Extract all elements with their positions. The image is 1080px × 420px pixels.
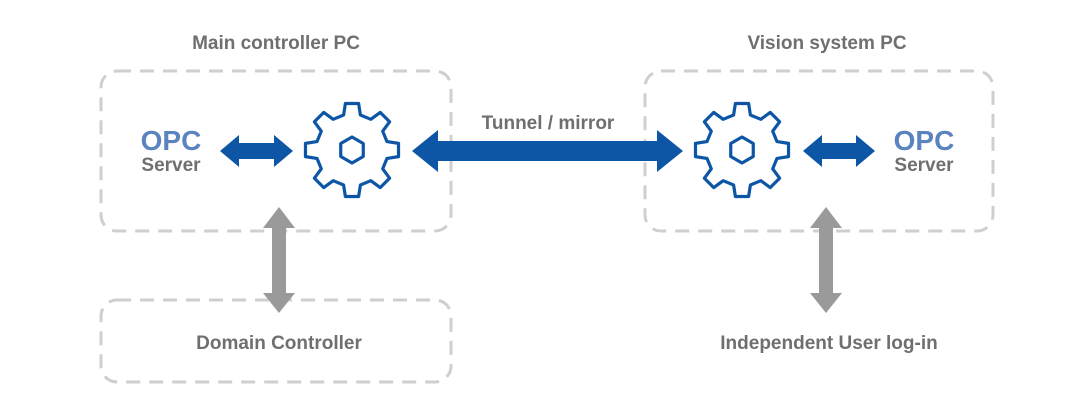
domain-controller-label: Domain Controller [196, 333, 362, 354]
main-opc-gear-arrow [220, 135, 293, 167]
vision-pc-title: Vision system PC [747, 33, 906, 54]
independent-login-label: Independent User log-in [720, 333, 937, 354]
vision-gear-icon [693, 101, 791, 199]
main-opc-label: OPC [141, 125, 202, 156]
vision-server-label: Server [894, 155, 954, 176]
main-server-label: Server [141, 155, 201, 176]
tunnel-mirror-label: Tunnel / mirror [482, 113, 615, 134]
vision-opc-label: OPC [894, 125, 955, 156]
vision-gear-opc-arrow [803, 135, 875, 167]
main-pc-title: Main controller PC [192, 33, 360, 54]
vision-pc-login-arrow [810, 207, 842, 313]
domain-controller-box [99, 298, 453, 384]
main-gear-icon [303, 101, 401, 199]
main-pc-domain-arrow [263, 207, 295, 313]
tunnel-mirror-arrow [412, 130, 683, 172]
